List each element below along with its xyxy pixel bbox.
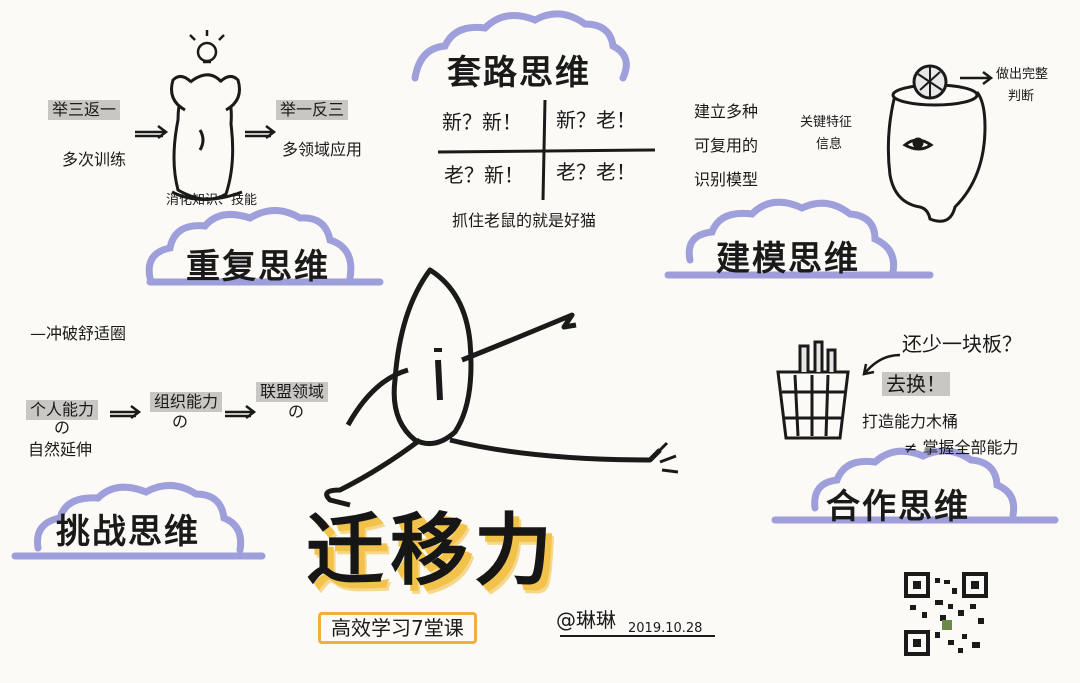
model-left-line-3: 识别模型 xyxy=(694,170,759,189)
routine-title: 套路思维 xyxy=(447,53,591,93)
arrow-repeat-left xyxy=(135,125,169,139)
cooperate-action: 去换！ xyxy=(882,372,950,396)
repeat-right-note: 多领域应用 xyxy=(282,140,363,159)
cooperate-title: 合作思维 xyxy=(826,487,970,527)
routine-cell-1: 新？新！ xyxy=(442,110,522,134)
cloud-routine xyxy=(411,10,630,82)
date: 2019.10.28 xyxy=(628,621,703,636)
challenge-top-note: —冲破舒适圈 xyxy=(30,324,127,343)
model-judge-line-2: 判断 xyxy=(1008,89,1035,104)
qr-code-icon xyxy=(904,572,988,656)
challenge-item-2: 组织能力 xyxy=(150,392,223,412)
arrow-to-judge xyxy=(960,71,994,85)
model-title: 建模思维 xyxy=(716,239,860,279)
cooperate-question: 还少一块板？ xyxy=(902,332,1022,356)
wooden-bucket-icon xyxy=(776,340,850,440)
cloud-cooperate xyxy=(771,447,1059,524)
arrows-challenge xyxy=(110,405,257,419)
challenge-title: 挑战思维 xyxy=(56,512,200,552)
lightbulb-icon xyxy=(189,30,225,64)
cooperate-line-2: ≠ 掌握全部能力 xyxy=(904,438,1019,457)
challenge-extend-note: 自然延伸 xyxy=(28,440,93,459)
repeat-right-box: 举一反三 xyxy=(276,100,349,120)
cloud-challenge xyxy=(11,482,266,560)
repeat-left-note: 多次训练 xyxy=(62,150,127,169)
routine-note: 抓住老鼠的就是好猫 xyxy=(452,211,597,230)
model-judge-line-1: 做出完整 xyxy=(996,67,1049,82)
author: @琳琳 xyxy=(556,608,616,632)
model-left-line-2: 可复用的 xyxy=(694,136,759,155)
cooperate-line-1: 打造能力木桶 xyxy=(862,412,959,431)
head-with-lemon-icon xyxy=(886,64,987,223)
repeat-title: 重复思维 xyxy=(186,247,330,287)
main-title: 迁移力 xyxy=(306,506,559,596)
routine-grid-lines xyxy=(437,99,656,201)
lemon-slice-icon xyxy=(912,64,948,100)
routine-cell-3: 老？新！ xyxy=(444,163,524,187)
repeat-bottom-note: 消化知识、技能 xyxy=(166,193,258,208)
arrow-to-question xyxy=(862,353,901,376)
cloud-model xyxy=(664,198,934,279)
challenge-mark-2: の xyxy=(172,412,189,431)
repeat-left-box: 举三返一 xyxy=(48,100,121,120)
arrow-repeat-right xyxy=(245,125,277,139)
model-key-line-2: 信息 xyxy=(816,137,843,152)
challenge-mark-3: の xyxy=(288,402,305,421)
model-key-line-1: 关键特征 xyxy=(800,115,853,130)
challenge-item-3: 联盟领域 xyxy=(256,382,329,402)
cloud-repeat xyxy=(145,207,384,286)
challenge-mark-1: の xyxy=(54,418,71,437)
challenge-item-1: 个人能力 xyxy=(26,400,99,420)
routine-cell-4: 老？老！ xyxy=(556,160,636,184)
thinking-figure-icon xyxy=(170,73,243,201)
model-left-line-1: 建立多种 xyxy=(694,102,759,121)
subtitle: 高效学习7堂课 xyxy=(318,612,477,644)
running-figure-icon xyxy=(324,267,679,508)
routine-cell-2: 新？老！ xyxy=(556,108,636,132)
